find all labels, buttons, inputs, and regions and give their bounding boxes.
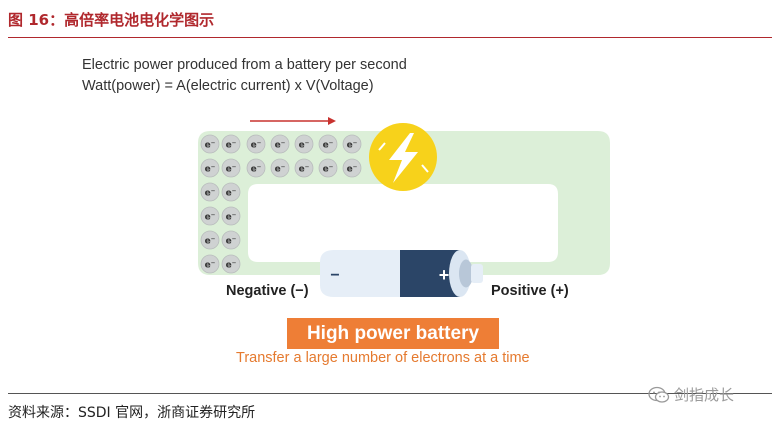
electron-flow-arrow bbox=[250, 117, 336, 125]
banner-subtitle: Transfer a large number of electrons at … bbox=[236, 350, 530, 366]
watermark: 剑指成长 bbox=[648, 384, 734, 405]
battery-minus-sign: − bbox=[330, 267, 339, 284]
svg-text:e⁻: e⁻ bbox=[226, 189, 237, 199]
svg-text:e⁻: e⁻ bbox=[323, 141, 334, 151]
svg-text:e⁻: e⁻ bbox=[275, 141, 286, 151]
electron: e⁻ bbox=[246, 158, 266, 178]
electron: e⁻ bbox=[200, 254, 220, 274]
electron: e⁻ bbox=[200, 134, 220, 154]
high-power-battery-banner: High power battery bbox=[287, 318, 499, 349]
electron: e⁻ bbox=[294, 134, 314, 154]
svg-text:e⁻: e⁻ bbox=[226, 213, 237, 223]
svg-text:e⁻: e⁻ bbox=[205, 261, 216, 271]
electron: e⁻ bbox=[318, 134, 338, 154]
power-definition-text: Electric power produced from a battery p… bbox=[82, 57, 407, 73]
svg-text:e⁻: e⁻ bbox=[323, 165, 334, 175]
svg-text:e⁻: e⁻ bbox=[275, 165, 286, 175]
electron: e⁻ bbox=[200, 230, 220, 250]
electron: e⁻ bbox=[221, 230, 241, 250]
electron: e⁻ bbox=[270, 134, 290, 154]
electron: e⁻ bbox=[221, 134, 241, 154]
electron: e⁻ bbox=[200, 182, 220, 202]
svg-text:e⁻: e⁻ bbox=[226, 165, 237, 175]
lightning-bolt-icon bbox=[369, 123, 437, 191]
watermark-text: 剑指成长 bbox=[674, 386, 735, 404]
battery-plus-sign: + bbox=[439, 265, 450, 285]
electron: e⁻ bbox=[221, 206, 241, 226]
electron: e⁻ bbox=[342, 158, 362, 178]
svg-text:e⁻: e⁻ bbox=[347, 141, 358, 151]
electron: e⁻ bbox=[200, 158, 220, 178]
svg-text:e⁻: e⁻ bbox=[226, 237, 237, 247]
svg-text:e⁻: e⁻ bbox=[251, 165, 262, 175]
svg-text:e⁻: e⁻ bbox=[347, 165, 358, 175]
svg-text:e⁻: e⁻ bbox=[205, 189, 216, 199]
electron: e⁻ bbox=[294, 158, 314, 178]
source-note: 资料来源：SSDI 官网，浙商证券研究所 bbox=[8, 405, 256, 421]
electron: e⁻ bbox=[246, 134, 266, 154]
svg-text:e⁻: e⁻ bbox=[226, 261, 237, 271]
svg-text:e⁻: e⁻ bbox=[299, 141, 310, 151]
svg-text:e⁻: e⁻ bbox=[205, 165, 216, 175]
positive-terminal-label: Positive (+) bbox=[491, 283, 569, 299]
svg-text:e⁻: e⁻ bbox=[205, 141, 216, 151]
figure-title: 图 16：高倍率电池电化学图示 bbox=[8, 11, 215, 29]
svg-text:e⁻: e⁻ bbox=[226, 141, 237, 151]
electron: e⁻ bbox=[342, 134, 362, 154]
electron: e⁻ bbox=[221, 182, 241, 202]
electron-group: e⁻ e⁻ e⁻ e⁻ e⁻ e⁻ e⁻ e⁻ e⁻ e⁻ e⁻ e⁻ e⁻ e⁻ e⁻ e⁻ e⁻ e⁻ e⁻ e⁻… bbox=[200, 134, 362, 274]
wechat-icon bbox=[648, 386, 670, 403]
negative-terminal-label: Negative (−) bbox=[226, 283, 309, 299]
battery-icon: − + bbox=[320, 250, 483, 297]
svg-text:e⁻: e⁻ bbox=[205, 237, 216, 247]
electron: e⁻ bbox=[200, 206, 220, 226]
electron: e⁻ bbox=[221, 158, 241, 178]
electron: e⁻ bbox=[318, 158, 338, 178]
title-divider bbox=[8, 37, 772, 38]
power-formula-text: Watt(power) = A(electric current) x V(Vo… bbox=[82, 78, 374, 94]
footer-divider bbox=[8, 393, 772, 394]
electron: e⁻ bbox=[221, 254, 241, 274]
svg-text:e⁻: e⁻ bbox=[205, 213, 216, 223]
svg-text:e⁻: e⁻ bbox=[299, 165, 310, 175]
svg-text:e⁻: e⁻ bbox=[251, 141, 262, 151]
electron: e⁻ bbox=[270, 158, 290, 178]
